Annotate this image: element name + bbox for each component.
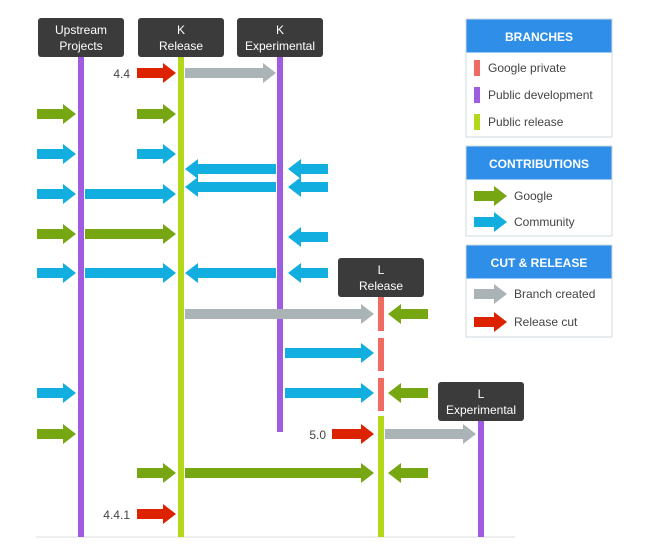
column-header-l-release: L Release [338,258,424,297]
community-contribution-arrow [288,177,328,197]
legend-item-label: Public release [488,115,564,129]
k-experimental-branch-line [277,55,283,432]
community-contribution-arrow [37,263,76,283]
k-update-version-label: 4.4.1 [103,508,130,522]
legend-title: BRANCHES [505,30,573,44]
branch-created-arrow [185,63,276,83]
google-contribution-arrow [85,224,176,244]
l-release-version-label: 5.0 [309,428,326,442]
column-header-line1: L [478,387,485,401]
google-contribution-arrow [37,424,76,444]
legend-item-label: Release cut [514,315,578,329]
column-header-line1: K [177,23,185,37]
community-contribution-arrow [85,263,176,283]
legend-item-label: Community [514,215,575,229]
community-contribution-arrow [137,144,176,164]
community-contribution-arrow [288,227,328,247]
k-release-version-label: 4.4 [113,67,130,81]
community-contribution-arrow [185,177,276,197]
l-release-private-segment [378,338,384,371]
google-contribution-arrow [388,304,428,324]
community-contribution-arrow [85,184,176,204]
l-release-public-segment [378,416,384,537]
google-contribution-arrow [137,104,176,124]
l-release-private-segment [378,296,384,331]
community-contribution-arrow [285,383,374,403]
release-cut-arrow [137,504,176,524]
column-header-line1: L [378,263,385,277]
community-contribution-arrow [285,343,374,363]
google-contribution-arrow [388,383,428,403]
legend-arrow-icon [474,212,507,232]
release-cut-arrow [137,63,176,83]
column-header-k-release: K Release [138,18,224,57]
column-header-line1: Upstream [55,23,107,37]
community-contribution-arrow [185,263,276,283]
legend-swatch [474,114,480,130]
google-contribution-arrow [37,224,76,244]
legend-item-label: Branch created [514,287,595,301]
legend-arrow-icon [474,312,507,332]
column-header-l-experimental: L Experimental [438,382,524,421]
l-release-private-segment [378,378,384,411]
legend-arrow-icon [474,284,507,304]
column-header-line2: Release [159,39,203,53]
community-contribution-arrow [288,263,328,283]
google-contribution-arrow [37,104,76,124]
legend-arrow-icon [474,186,507,206]
l-experimental-branch-line [478,418,484,537]
legend-item-label: Google [514,189,553,203]
column-header-line2: Experimental [446,403,516,417]
google-contribution-arrow [388,463,428,483]
legend-item-label: Public development [488,88,593,102]
column-header-line2: Experimental [245,39,315,53]
legend-title: CUT & RELEASE [491,256,588,270]
community-contribution-arrow [185,159,276,179]
branch-created-arrow [385,424,476,444]
release-cut-arrow [332,424,374,444]
legend-swatch [474,87,480,103]
google-contribution-arrow [137,463,176,483]
column-header-line1: K [276,23,284,37]
branch-created-arrow [185,304,374,324]
k-release-branch-line [178,55,184,537]
legend-swatch [474,60,480,76]
upstream-branch-line [78,55,84,537]
column-header-line2: Release [359,279,403,293]
google-contribution-arrow [185,463,374,483]
legend-title: CONTRIBUTIONS [489,157,589,171]
community-contribution-arrow [37,383,76,403]
community-contribution-arrow [37,184,76,204]
column-header-line2: Projects [59,39,102,53]
community-contribution-arrow [288,159,328,179]
community-contribution-arrow [37,144,76,164]
column-header-k-experimental: K Experimental [237,18,323,57]
legend-item-label: Google private [488,61,566,75]
